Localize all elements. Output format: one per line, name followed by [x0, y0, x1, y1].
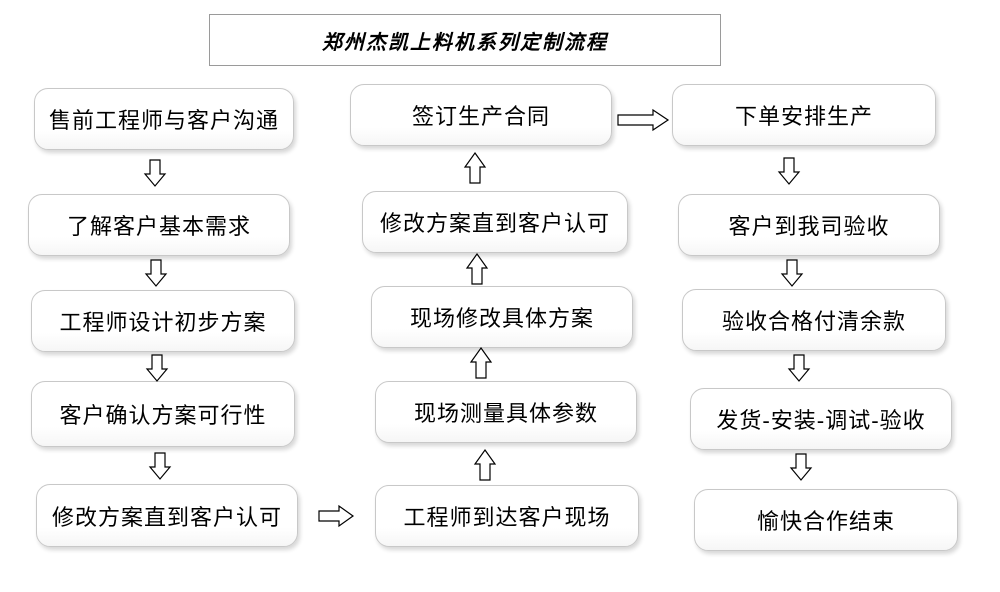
arrow-down-icon	[144, 259, 168, 287]
arrow-down-icon	[143, 159, 167, 187]
step-label: 客户确认方案可行性	[59, 404, 267, 429]
step-label: 工程师到达客户现场	[403, 506, 611, 531]
step-customer-inspection: 客户到我司验收	[678, 194, 940, 256]
arrow-right-icon	[617, 108, 670, 132]
step-understand-requirements: 了解客户基本需求	[28, 194, 290, 256]
arrow-up-icon	[469, 346, 493, 379]
arrow-up-icon	[463, 151, 487, 184]
arrow-down-icon	[148, 452, 172, 480]
step-presales-communication: 售前工程师与客户沟通	[34, 88, 294, 150]
step-confirm-feasibility: 客户确认方案可行性	[31, 381, 295, 447]
step-label: 现场修改具体方案	[409, 307, 594, 332]
step-design-initial-plan: 工程师设计初步方案	[31, 290, 295, 352]
arrow-down-icon	[145, 354, 169, 382]
arrow-down-icon	[787, 354, 811, 382]
step-label: 客户到我司验收	[728, 215, 890, 240]
arrow-up-icon	[473, 448, 497, 481]
step-label: 签订生产合同	[411, 105, 550, 130]
step-cooperation-end: 愉快合作结束	[694, 489, 958, 551]
step-label: 工程师设计初步方案	[59, 311, 267, 336]
step-label: 了解客户基本需求	[66, 215, 251, 240]
step-label: 愉快合作结束	[756, 510, 895, 535]
step-revise-plan-middle: 修改方案直到客户认可	[362, 191, 628, 253]
step-label: 修改方案直到客户认可	[379, 212, 610, 237]
step-label: 验收合格付清余款	[721, 310, 906, 335]
step-onsite-revise-plan: 现场修改具体方案	[371, 286, 633, 348]
arrow-down-icon	[777, 157, 801, 185]
step-label: 现场测量具体参数	[413, 402, 598, 427]
step-label: 发货-安装-调试-验收	[716, 409, 926, 434]
arrow-down-icon	[789, 453, 813, 481]
step-label: 修改方案直到客户认可	[51, 505, 282, 531]
step-ship-install-test: 发货-安装-调试-验收	[690, 388, 952, 450]
arrow-up-icon	[465, 252, 489, 285]
arrow-right-icon	[318, 504, 355, 528]
arrow-down-icon	[780, 259, 804, 287]
step-label: 下单安排生产	[734, 105, 873, 130]
title-box: 郑州杰凯上料机系列定制流程	[209, 14, 721, 66]
step-engineer-arrives: 工程师到达客户现场	[375, 485, 639, 547]
step-onsite-measure: 现场测量具体参数	[375, 381, 637, 443]
step-label: 售前工程师与客户沟通	[48, 109, 279, 134]
diagram-title: 郑州杰凯上料机系列定制流程	[322, 29, 608, 54]
step-order-production: 下单安排生产	[672, 84, 936, 146]
step-revise-plan-left: 修改方案直到客户认可	[36, 484, 298, 547]
step-sign-contract: 签订生产合同	[350, 84, 612, 146]
step-pay-balance: 验收合格付清余款	[682, 289, 946, 351]
